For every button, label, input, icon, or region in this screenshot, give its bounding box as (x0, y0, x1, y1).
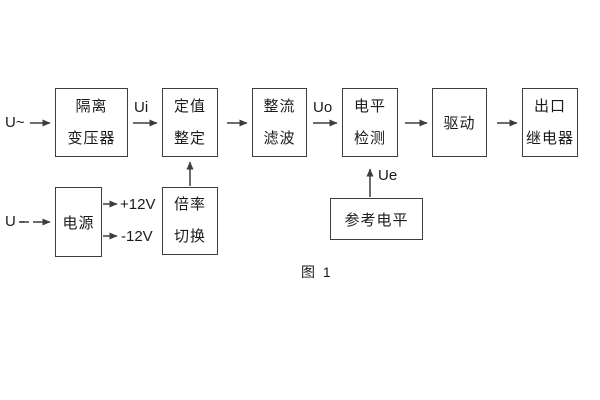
ac-input-label: U~ (5, 114, 25, 131)
block-label-line: 滤波 (263, 129, 296, 147)
block-label-line: 整流 (263, 97, 296, 115)
block-reference-level: 参考电平 (330, 198, 423, 240)
block-label-line: 电平 (353, 97, 386, 115)
block-output-relay: 出口 继电器 (522, 88, 578, 157)
block-label-line: 隔离 (75, 97, 108, 115)
block-label-line: 定值 (173, 97, 206, 115)
block-label-line: 出口 (533, 97, 566, 115)
block-label-line: 电源 (62, 214, 95, 232)
block-label-line: 倍率 (173, 196, 206, 213)
block-isolation-transformer: 隔离 变压器 (55, 88, 128, 157)
block-drive: 驱动 (432, 88, 487, 157)
rail-minus-12v-label: -12V (121, 228, 153, 245)
block-power-supply: 电源 (55, 187, 102, 257)
block-label-line: 继电器 (525, 129, 574, 147)
block-label-line: 整定 (173, 129, 206, 147)
signal-ue-label: Ue (378, 167, 398, 184)
block-rectify-filter: 整流 滤波 (252, 88, 307, 157)
block-label-line: 变压器 (67, 129, 116, 147)
block-label-line: 驱动 (443, 115, 476, 132)
signal-ui-label: Ui (134, 99, 149, 116)
block-label-line: 参考电平 (344, 211, 409, 229)
figure-caption: 图 1 (301, 264, 333, 280)
dc-input-label: U- (5, 213, 29, 230)
block-level-detect: 电平 检测 (342, 88, 398, 157)
block-label-line: 切换 (173, 228, 206, 245)
block-ratio-switch: 倍率 切换 (162, 187, 218, 255)
signal-uo-label: Uo (313, 99, 333, 116)
rail-plus-12v-label: +12V (120, 196, 156, 213)
block-label-line: 检测 (353, 129, 386, 147)
block-setting-adjust: 定值 整定 (162, 88, 218, 157)
